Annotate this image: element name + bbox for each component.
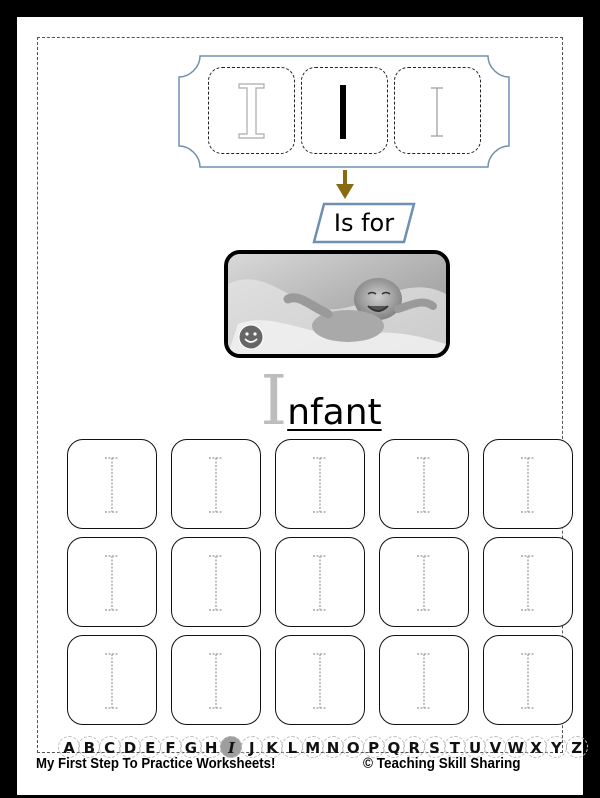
trace-letter-icon bbox=[417, 653, 431, 709]
trace-letter-icon bbox=[209, 555, 223, 611]
alphabet-letter-m: M bbox=[301, 736, 324, 758]
outline-letter-icon bbox=[238, 83, 265, 139]
thin-letter-icon bbox=[431, 87, 443, 137]
trace-box bbox=[275, 439, 365, 529]
bold-letter-icon bbox=[340, 85, 346, 139]
alphabet-letter-x: X bbox=[525, 736, 548, 758]
trace-box bbox=[379, 439, 469, 529]
trace-box bbox=[67, 439, 157, 529]
smiley-icon bbox=[238, 324, 264, 350]
trace-box bbox=[379, 537, 469, 627]
alphabet-letter-z: Z bbox=[565, 736, 588, 758]
trace-letter-icon bbox=[105, 457, 119, 513]
trace-letter-icon bbox=[417, 457, 431, 513]
footer-series-title: My First Step To Practice Worksheets! bbox=[36, 755, 276, 772]
letter-banner bbox=[178, 55, 510, 168]
alphabet-letter-o: O bbox=[342, 736, 365, 758]
letter-slot-bold bbox=[301, 67, 388, 154]
letter-slot-outline bbox=[208, 67, 295, 154]
is-for-label: Is for bbox=[333, 209, 395, 237]
trace-box bbox=[67, 635, 157, 725]
trace-letter-icon bbox=[521, 555, 535, 611]
alphabet-letter-i: I bbox=[220, 736, 243, 758]
trace-box bbox=[379, 635, 469, 725]
trace-letter-icon bbox=[209, 457, 223, 513]
example-word: Infant bbox=[38, 368, 600, 436]
alphabet-letter-y: Y bbox=[545, 736, 568, 758]
trace-box bbox=[67, 537, 157, 627]
trace-box bbox=[171, 537, 261, 627]
trace-letter-icon bbox=[209, 653, 223, 709]
trace-letter-icon bbox=[521, 457, 535, 513]
trace-box bbox=[483, 537, 573, 627]
letter-slot-thin bbox=[394, 67, 481, 154]
down-arrow-icon bbox=[336, 170, 354, 199]
dashed-frame: Is for bbox=[37, 37, 588, 758]
trace-letter-icon bbox=[417, 555, 431, 611]
trace-letter-icon bbox=[313, 457, 327, 513]
trace-box bbox=[171, 635, 261, 725]
trace-letter-icon bbox=[313, 653, 327, 709]
alphabet-letter-l: L bbox=[281, 736, 304, 758]
trace-letter-icon bbox=[105, 555, 119, 611]
trace-letter-icon bbox=[313, 555, 327, 611]
word-first-letter: I bbox=[260, 362, 288, 441]
footer-copyright: © Teaching Skill Sharing bbox=[363, 755, 521, 772]
trace-box bbox=[171, 439, 261, 529]
trace-letter-icon bbox=[105, 653, 119, 709]
trace-box bbox=[275, 537, 365, 627]
trace-box bbox=[483, 439, 573, 529]
infant-image bbox=[228, 254, 446, 354]
trace-box bbox=[483, 635, 573, 725]
is-for-tag: Is for bbox=[312, 201, 416, 245]
trace-box bbox=[275, 635, 365, 725]
alphabet-letter-n: N bbox=[322, 736, 344, 758]
infant-photo bbox=[224, 250, 450, 358]
trace-letter-icon bbox=[521, 653, 535, 709]
word-rest: nfant bbox=[287, 392, 382, 433]
